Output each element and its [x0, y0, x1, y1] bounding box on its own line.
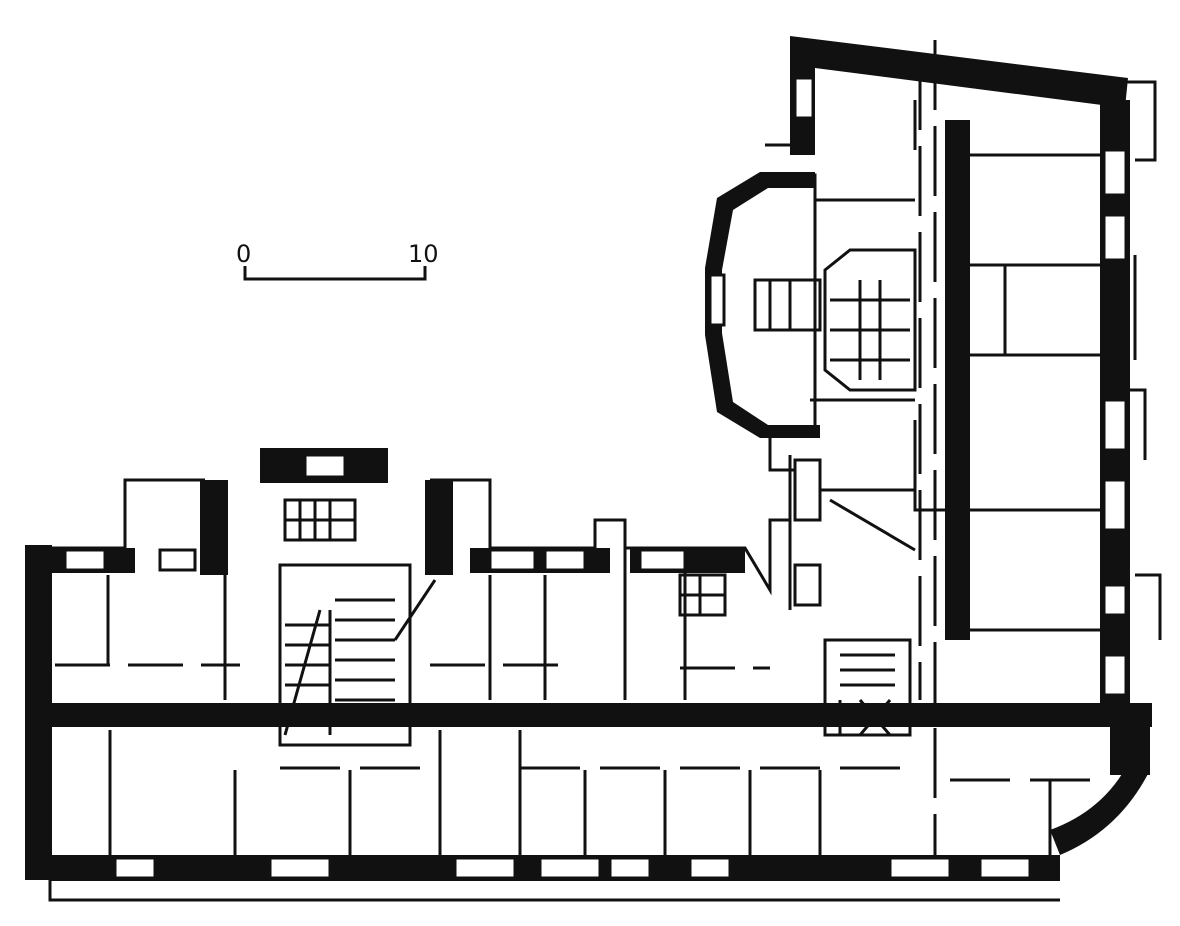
window — [488, 548, 537, 572]
left-wall — [25, 545, 52, 880]
interior-walls — [48, 40, 1162, 902]
top-wall-right-wing — [790, 36, 1128, 155]
window — [63, 548, 107, 572]
window — [1102, 213, 1128, 262]
stairs — [278, 248, 917, 747]
main-stair-treads — [283, 579, 437, 736]
curved-corner — [1050, 760, 1150, 855]
pavilion-left — [200, 480, 228, 575]
window — [268, 856, 332, 880]
window — [303, 453, 347, 479]
window — [543, 548, 587, 572]
corridor-wall — [52, 703, 1152, 727]
window — [793, 76, 815, 120]
window — [688, 856, 732, 880]
scale-bar-line — [243, 266, 427, 281]
window — [158, 548, 197, 572]
corridor-dashed-upper — [55, 663, 770, 670]
pavilion-right — [425, 480, 453, 575]
corridor-vertical-dashed — [918, 40, 937, 860]
corridor-dashed-lower — [280, 766, 1100, 782]
window — [1102, 653, 1128, 697]
window — [793, 563, 822, 607]
small-stair — [678, 573, 727, 617]
window — [1102, 478, 1128, 532]
partitions-lower — [106, 500, 1052, 855]
right-wing-partitions — [810, 100, 1100, 632]
window — [978, 856, 1032, 880]
window — [793, 458, 822, 522]
window — [1102, 398, 1128, 452]
main-staircase — [278, 563, 412, 747]
pavilion-stair-treads — [285, 500, 355, 540]
window — [638, 548, 687, 572]
north-staircase — [753, 248, 917, 392]
spine-wall — [945, 120, 970, 640]
windows — [63, 76, 1128, 880]
window — [1102, 583, 1128, 617]
window — [538, 856, 602, 880]
window — [888, 856, 952, 880]
window — [1102, 148, 1128, 197]
scale-start-label: 0 — [236, 240, 252, 268]
scale-end-label: 10 — [408, 240, 439, 268]
window — [453, 856, 517, 880]
east-staircase — [823, 638, 912, 737]
window — [608, 856, 652, 880]
scale-bar — [243, 266, 427, 281]
east-stair-treads — [838, 653, 895, 736]
window — [113, 856, 157, 880]
window — [708, 273, 726, 327]
exterior-walls — [25, 36, 1152, 881]
